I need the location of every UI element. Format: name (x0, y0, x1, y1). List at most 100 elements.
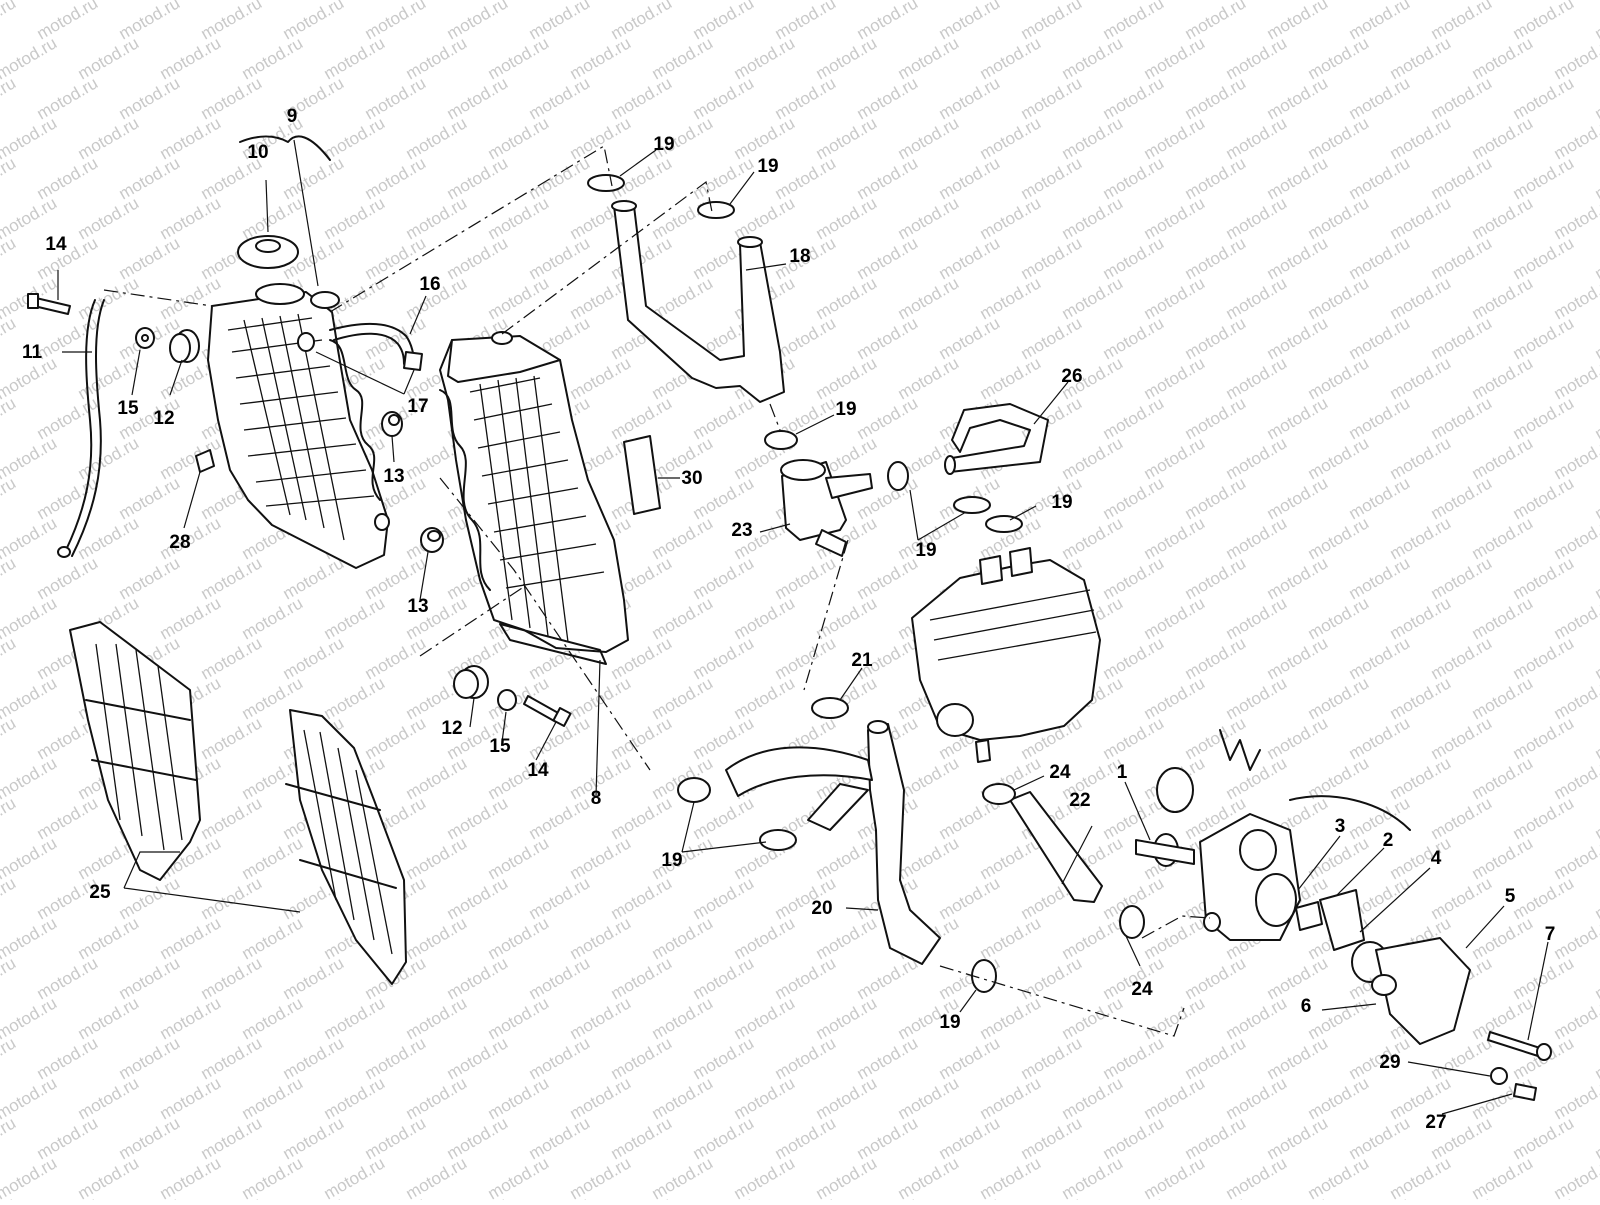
callout-label-15: 15 (117, 398, 139, 419)
watermark-text: motod.ru (362, 633, 430, 683)
watermark-text: motod.ru (1510, 73, 1578, 123)
watermark-text: motod.ru (1100, 313, 1168, 363)
watermark-text: motod.ru (1223, 33, 1291, 83)
watermark-text: motod.ru (362, 713, 430, 763)
watermark-text: motod.ru (362, 1193, 430, 1200)
watermark-text: motod.ru (198, 793, 266, 843)
watermark-text: motod.ru (1305, 593, 1373, 643)
watermark-text: motod.ru (1469, 273, 1537, 323)
watermark-text: motod.ru (1428, 1033, 1496, 1083)
watermark-text: motod.ru (1428, 713, 1496, 763)
watermark-text: motod.ru (1592, 313, 1600, 363)
watermark-text: motod.ru (0, 73, 19, 123)
watermark-text: motod.ru (116, 153, 184, 203)
watermark-text: motod.ru (936, 1113, 1004, 1163)
watermark-text: motod.ru (75, 1153, 143, 1200)
watermark-text: motod.ru (1100, 713, 1168, 763)
watermark-text: motod.ru (1551, 33, 1600, 83)
watermark-text: motod.ru (1428, 393, 1496, 443)
watermark-text: motod.ru (198, 553, 266, 603)
watermark-text: motod.ru (1510, 473, 1578, 523)
watermark-text: motod.ru (75, 33, 143, 83)
watermark-text: motod.ru (526, 1113, 594, 1163)
watermark-text: motod.ru (1346, 553, 1414, 603)
watermark-text: motod.ru (1018, 953, 1086, 1003)
watermark-text: motod.ru (116, 873, 184, 923)
watermark-text: motod.ru (444, 793, 512, 843)
watermark-text: motod.ru (1182, 473, 1250, 523)
watermark-text: motod.ru (34, 153, 102, 203)
watermark-text: motod.ru (362, 1033, 430, 1083)
callout-label-4: 4 (1431, 848, 1442, 869)
watermark-text: motod.ru (403, 1073, 471, 1123)
watermark-text: motod.ru (1182, 1033, 1250, 1083)
callout-label-3: 3 (1335, 816, 1346, 837)
watermark-text: motod.ru (1182, 233, 1250, 283)
watermark-text: motod.ru (239, 593, 307, 643)
watermark-text: motod.ru (936, 873, 1004, 923)
watermark-text: motod.ru (1141, 113, 1209, 163)
watermark-text: motod.ru (813, 1153, 881, 1200)
watermark-text: motod.ru (239, 1153, 307, 1200)
washer-upper (136, 328, 154, 348)
watermark-text: motod.ru (239, 33, 307, 83)
callout-label-22: 22 (1069, 790, 1090, 811)
watermark-text: motod.ru (731, 1153, 799, 1200)
watermark-text: motod.ru (1592, 713, 1600, 763)
watermark-text: motod.ru (567, 353, 635, 403)
callout-label-14: 14 (45, 234, 67, 255)
grommet-13-upper (382, 412, 402, 436)
watermark-text: motod.ru (1264, 473, 1332, 523)
watermark-text: motod.ru (1510, 153, 1578, 203)
watermark-text: motod.ru (444, 233, 512, 283)
watermark-text: motod.ru (1182, 553, 1250, 603)
watermark-text: motod.ru (0, 953, 19, 1003)
watermark-text: motod.ru (854, 153, 922, 203)
watermark-text: motod.ru (977, 1153, 1045, 1200)
watermark-text: motod.ru (321, 33, 389, 83)
watermark-text: motod.ru (1100, 153, 1168, 203)
watermark-text: motod.ru (1182, 393, 1250, 443)
watermark-text: motod.ru (34, 553, 102, 603)
watermark-text: motod.ru (0, 713, 19, 763)
watermark-text: motod.ru (0, 1033, 19, 1083)
watermark-text: motod.ru (854, 233, 922, 283)
watermark-text: motod.ru (116, 233, 184, 283)
watermark-text: motod.ru (75, 353, 143, 403)
watermark-text: motod.ru (977, 1073, 1045, 1123)
watermark-text: motod.ru (1182, 1193, 1250, 1200)
watermark-text: motod.ru (567, 833, 635, 883)
watermark-text: motod.ru (1387, 33, 1455, 83)
watermark-text: motod.ru (0, 313, 19, 363)
watermark-text: motod.ru (0, 793, 19, 843)
watermark-text: motod.ru (567, 1073, 635, 1123)
watermark-text: motod.ru (1100, 1113, 1168, 1163)
watermark-text: motod.ru (649, 513, 717, 563)
watermark-text: motod.ru (1182, 953, 1250, 1003)
watermark-text: motod.ru (239, 913, 307, 963)
watermark-text: motod.ru (157, 913, 225, 963)
callout-label-19: 19 (915, 540, 936, 561)
callout-label-18: 18 (789, 246, 810, 267)
watermark-text: motod.ru (1223, 433, 1291, 483)
watermark-text: motod.ru (772, 1113, 840, 1163)
watermark-text: motod.ru (1223, 993, 1291, 1043)
watermark-text: motod.ru (321, 993, 389, 1043)
watermark-text: motod.ru (649, 1073, 717, 1123)
watermark-text: motod.ru (1305, 833, 1373, 883)
watermark-text: motod.ru (1264, 1113, 1332, 1163)
watermark-text: motod.ru (157, 993, 225, 1043)
watermark-text: motod.ru (1018, 1033, 1086, 1083)
watermark-text: motod.ru (1551, 673, 1600, 723)
watermark-text: motod.ru (1510, 793, 1578, 843)
watermark-text: motod.ru (1592, 873, 1600, 923)
watermark-text: motod.ru (116, 1033, 184, 1083)
watermark-text: motod.ru (526, 793, 594, 843)
watermark-text: motod.ru (1018, 153, 1086, 203)
watermark-text: motod.ru (280, 1113, 348, 1163)
bolt-lower (524, 696, 571, 726)
watermark-text: motod.ru (690, 553, 758, 603)
watermark-text: motod.ru (813, 193, 881, 243)
watermark-text: motod.ru (1469, 433, 1537, 483)
watermark-text: motod.ru (1469, 753, 1537, 803)
